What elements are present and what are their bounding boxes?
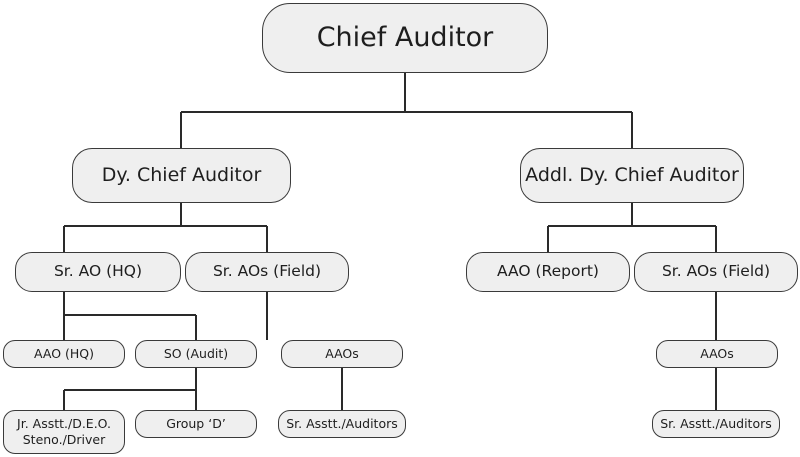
node-sr-asstt-right: Sr. Asstt./Auditors xyxy=(652,410,780,438)
node-aao-hq: AAO (HQ) xyxy=(3,340,125,368)
node-label: Sr. AOs (Field) xyxy=(212,262,322,281)
node-label: Chief Auditor xyxy=(316,22,494,54)
node-label: Sr. AO (HQ) xyxy=(53,262,143,281)
node-label: Dy. Chief Auditor xyxy=(101,163,262,186)
node-sr-aos-field-right: Sr. AOs (Field) xyxy=(634,252,798,292)
node-aaos-left: AAOs xyxy=(281,340,403,368)
node-group-d: Group ‘D’ xyxy=(135,410,257,438)
node-label: AAOs xyxy=(325,346,359,362)
node-chief-auditor: Chief Auditor xyxy=(262,3,548,73)
node-sr-aos-field-left: Sr. AOs (Field) xyxy=(185,252,349,292)
node-label: AAO (Report) xyxy=(497,262,599,281)
connector-sr-ao-hq xyxy=(63,292,197,340)
node-sr-asstt-left: Sr. Asstt./Auditors xyxy=(278,410,406,438)
node-label-line2: Steno./Driver xyxy=(22,432,106,447)
connector-so-audit xyxy=(63,368,197,410)
connector-dy-chief xyxy=(63,203,268,252)
node-aaos-right: AAOs xyxy=(656,340,778,368)
node-jr-asstt: Jr. Asstt./D.E.O. Steno./Driver xyxy=(3,410,125,454)
node-sr-ao-hq: Sr. AO (HQ) xyxy=(15,252,181,292)
node-label: Sr. Asstt./Auditors xyxy=(660,416,772,432)
connector-chief xyxy=(180,72,633,148)
node-addl-dy-chief-auditor: Addl. Dy. Chief Auditor xyxy=(520,148,744,203)
node-label: AAO (HQ) xyxy=(33,346,95,362)
node-so-audit: SO (Audit) xyxy=(135,340,257,368)
node-label: SO (Audit) xyxy=(163,346,229,362)
node-label: Addl. Dy. Chief Auditor xyxy=(525,163,739,186)
connector-addl-dy-chief xyxy=(547,203,717,252)
node-label: AAOs xyxy=(700,346,734,362)
node-label: Sr. Asstt./Auditors xyxy=(286,416,398,432)
node-label-line1: Jr. Asstt./D.E.O. xyxy=(17,416,111,432)
node-label: Group ‘D’ xyxy=(166,416,226,432)
node-label: Sr. AOs (Field) xyxy=(661,262,771,281)
node-aao-report: AAO (Report) xyxy=(466,252,630,292)
node-dy-chief-auditor: Dy. Chief Auditor xyxy=(72,148,291,203)
